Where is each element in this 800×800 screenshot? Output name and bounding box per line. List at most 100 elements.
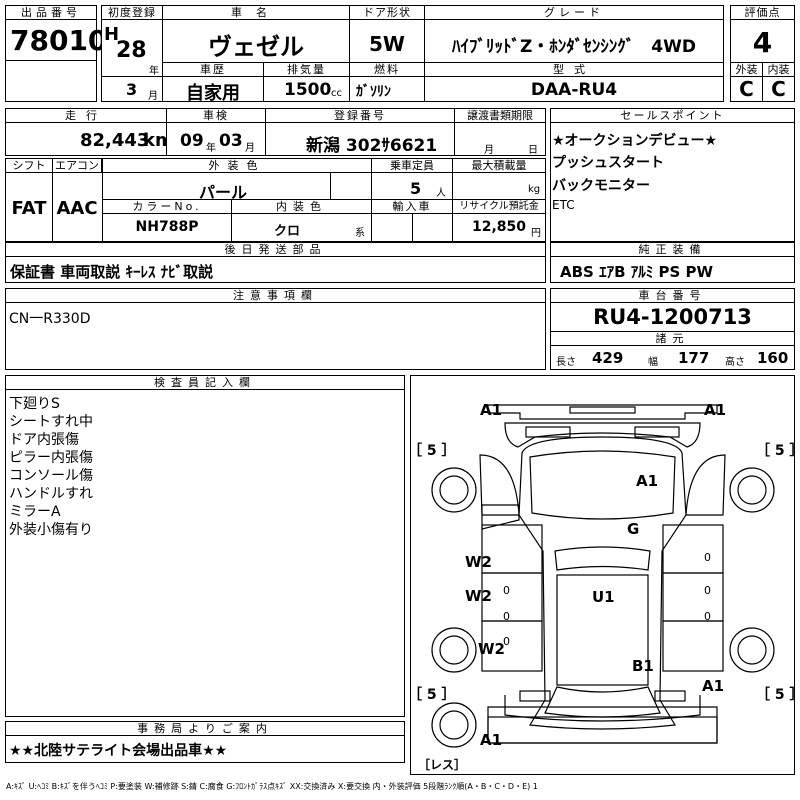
model-label: 型式 [425,63,723,77]
shift: FAT [11,198,47,219]
doors-label: ドア形状 [350,6,424,20]
inspection-box [166,108,266,156]
notes-label: 注意事項欄 [6,289,545,303]
interior-label: 内装 [763,63,794,77]
chassis-label: 車台番号 [551,289,794,303]
lot-box-lower [5,60,97,102]
max-load-label: 最大積載量 [453,159,545,173]
right-rear-fender [662,620,724,672]
fuel: ｶﾞｿﾘﾝ [356,84,391,100]
inspector-label: 検査員記入欄 [6,376,404,390]
front-lamp-left [525,426,571,438]
fuel-box [349,62,425,102]
inspection-label: 車検 [167,109,265,123]
office-label: 事務局よりご案内 [6,722,404,736]
tire-rl: ［ 5 ］ [408,687,456,703]
capacity-label: 乗車定員 [372,159,452,173]
sales-item-4: ETC [552,198,575,212]
damage-mark: A1 [636,472,658,490]
car-name-label: 車名 [163,6,349,20]
wheel-rr [729,627,775,673]
panel-zero: 0 [704,584,711,597]
displacement-unit: cc [331,88,342,99]
model: DAA-RU4 [530,80,618,100]
month-unit: 月 [148,91,158,102]
sales-item-1: ★オークションデビュー★ [552,133,718,149]
dims-label: 諸元 [551,331,794,346]
shift-divider [52,159,53,242]
rear-bumper [487,716,718,744]
lot-label: 出品番号 [6,6,96,20]
ext-color: パール [198,183,247,202]
ac: AAC [56,198,98,219]
inspection-month-unit: 月 [245,143,255,154]
panel-zero: 0 [704,610,711,623]
wheel-fl-inner [439,475,469,505]
inspector-line: コンソール傷 [9,468,93,484]
capacity-unit: 人 [436,188,446,199]
rear-lamp-right [654,690,686,702]
exterior-label: 外装 [731,63,762,77]
delivery-text: 保証書 車両取説 ｷｰﾚｽ ﾅﾋﾞ取説 [10,263,214,281]
tire-rr: ［ 5 ］ [756,687,800,703]
windshield [529,450,676,520]
right-rear-door [662,572,724,622]
color-no-divider [231,200,232,242]
damage-mark: A1 [702,677,724,695]
damage-mark: G [627,520,639,538]
wheel-rl [431,627,477,673]
damage-mark: W2 [465,553,492,571]
reg-month: 3 [126,80,138,99]
inspection-year-unit: 年 [206,143,216,154]
displacement: 1500 [284,80,332,100]
genuine-text: ABS ｴｱB ｱﾙﾐ PS PW [560,263,714,281]
history: 自家用 [186,83,240,104]
transfer-label: 譲渡書類期限 [455,109,545,123]
office-text: ★★北陸サテライト会場出品車★★ [9,743,228,759]
history-box [162,62,264,102]
int-color-label: 内装色 [232,200,371,214]
capacity-divider [371,159,372,242]
height-label: 高さ [725,357,745,368]
car-name: ヴェゼル [208,33,304,61]
plate-label: 登録番号 [266,109,454,123]
rear-bumper-frame [487,706,718,744]
tire-fr: ［ 5 ］ [756,443,800,459]
delivery-label: 後日発送部品 [6,243,545,257]
recycle-unit: 円 [531,228,541,239]
doors: 5W [369,32,405,56]
roof [556,574,649,686]
width: 177 [678,349,710,367]
length: 429 [592,349,624,367]
panel-zero: 0 [503,635,510,648]
int-color-unit: 系 [355,228,365,239]
displacement-label: 排気量 [264,63,349,77]
car-diagram: 0 0 0 0 0 0 A1 A1 A1 G W2 W2 W2 U1 B1 A1… [431,401,775,749]
panel-zero: 0 [503,584,510,597]
chassis-number: RU4-1200713 [593,305,752,329]
model-box [424,62,724,102]
notes-text: CN一R330D [9,311,91,327]
sales-label: セールスポイント [551,109,794,123]
inspection-year: 09 [180,131,204,151]
grid-line-1 [103,199,545,200]
import-label: 輸入車 [372,200,452,214]
wheel-fr-inner [737,475,767,505]
notes-box [5,288,546,370]
first-reg-label: 初度登録 [102,6,162,20]
panel-zero: 0 [503,610,510,623]
hood-edge [504,422,701,448]
transfer-day-unit: 日 [528,145,538,156]
inspector-line: ドア内張傷 [9,432,79,448]
roof-front [554,546,651,571]
recycle: 12,850 [472,219,527,235]
ext-color-label: 外装色 [103,159,371,173]
wheel-rl-inner [439,635,469,665]
plate-box [265,108,455,156]
damage-mark: W2 [465,587,492,605]
width-label: 幅 [648,357,658,368]
rear-lamp-left [519,690,551,702]
wheel-spare [431,702,477,748]
panel-zero: 0 [704,551,711,564]
inspector-box [5,375,405,717]
